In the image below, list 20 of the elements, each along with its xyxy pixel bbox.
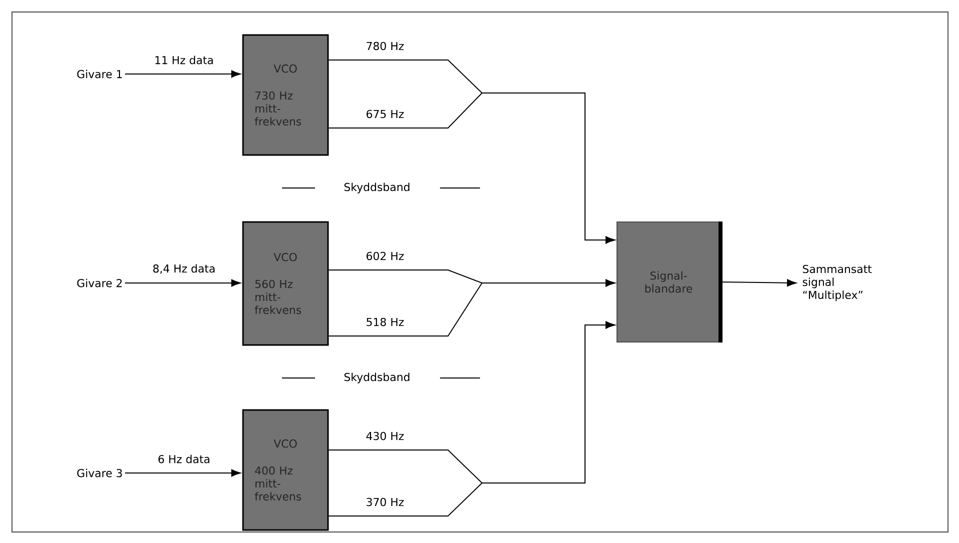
arrow bbox=[124, 469, 241, 477]
sensor-label: Givare 3 bbox=[77, 468, 122, 478]
vco-block: VCO 400 Hz mitt- frekvens bbox=[242, 409, 329, 531]
edge-label: 11 Hz data bbox=[153, 54, 215, 66]
edge-label: 6 Hz data bbox=[156, 454, 212, 464]
guard-band-label: Skyddsband bbox=[282, 182, 480, 194]
arrow bbox=[720, 279, 796, 286]
signal-line bbox=[328, 92, 615, 244]
guard-band-label: Skyddsband bbox=[282, 372, 480, 384]
output-label: Sammansatt signal “Multiplex” bbox=[802, 264, 872, 302]
sensor-label: Givare 2 bbox=[77, 278, 122, 288]
sensor-label: Givare 1 bbox=[77, 70, 122, 78]
edge-label: 8,4 Hz data bbox=[151, 263, 217, 275]
vco-block: VCO 560 Hz mitt- frekvens bbox=[242, 221, 329, 346]
signal-line bbox=[328, 279, 615, 336]
mixer-block: Signal- blandare bbox=[616, 222, 722, 342]
signal-line bbox=[328, 321, 615, 516]
arrow bbox=[124, 70, 241, 78]
vco-block: VCO 730 Hz mitt- frekvens bbox=[242, 34, 329, 156]
arrow bbox=[124, 279, 241, 287]
